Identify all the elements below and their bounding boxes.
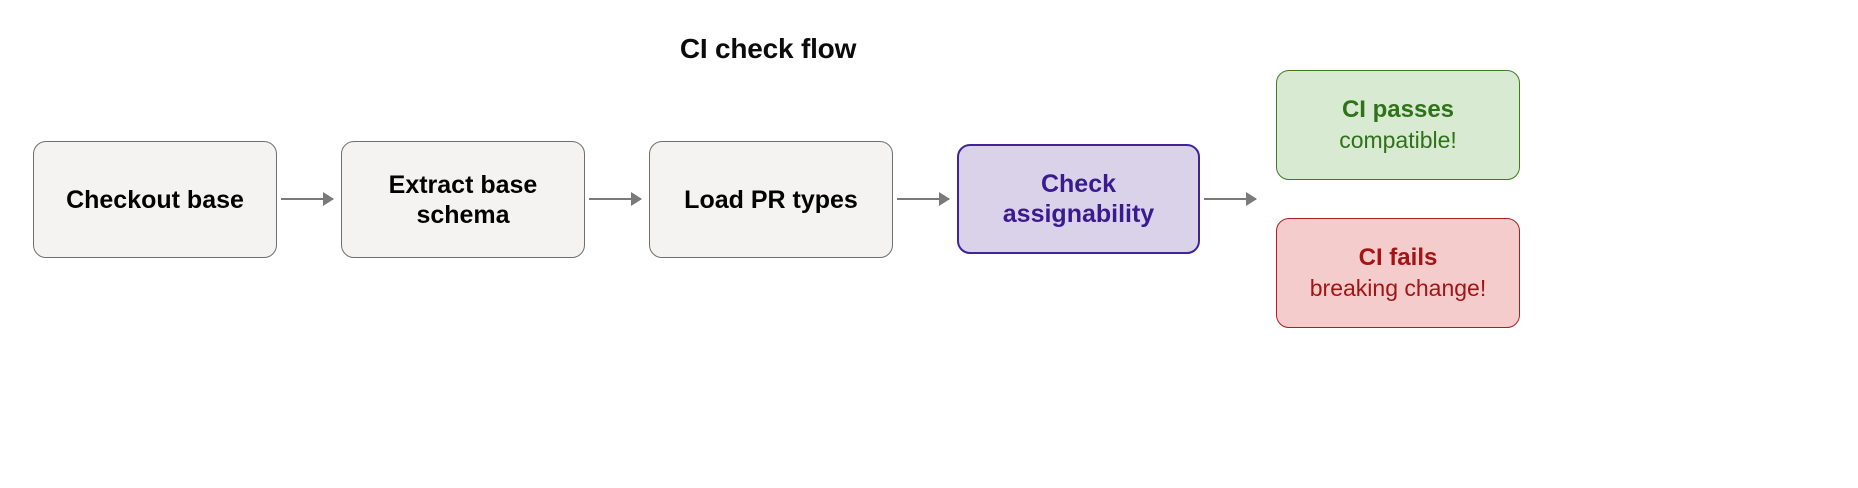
outcome-headline: CI passes	[1341, 95, 1455, 123]
edge-extract-base-schema-to-load-pr-types	[589, 198, 641, 200]
node-extract-base-schema[interactable]: Extract base schema	[341, 141, 585, 258]
outcome-headline: CI fails	[1358, 243, 1438, 271]
outcome-subtext: compatible!	[1339, 126, 1457, 153]
node-ci-fails[interactable]: CI fails breaking change!	[1276, 218, 1520, 328]
edge-checkout-base-to-extract-base-schema	[281, 198, 333, 200]
node-label: Extract base schema	[388, 170, 538, 229]
outcome-subtext: breaking change!	[1309, 274, 1487, 301]
node-label: Check assignability	[1002, 170, 1155, 228]
node-checkout-base[interactable]: Checkout base	[33, 141, 277, 258]
node-label: Load PR types	[684, 185, 858, 214]
node-check-assignability[interactable]: Check assignability	[957, 144, 1200, 254]
edge-load-pr-types-to-check-assignability	[897, 198, 949, 200]
node-ci-passes[interactable]: CI passes compatible!	[1276, 70, 1520, 180]
node-label: Checkout base	[66, 185, 244, 214]
page-title: CI check flow	[679, 33, 857, 64]
node-load-pr-types[interactable]: Load PR types	[649, 141, 893, 258]
edge-check-assignability-to-outcomes	[1204, 198, 1256, 200]
